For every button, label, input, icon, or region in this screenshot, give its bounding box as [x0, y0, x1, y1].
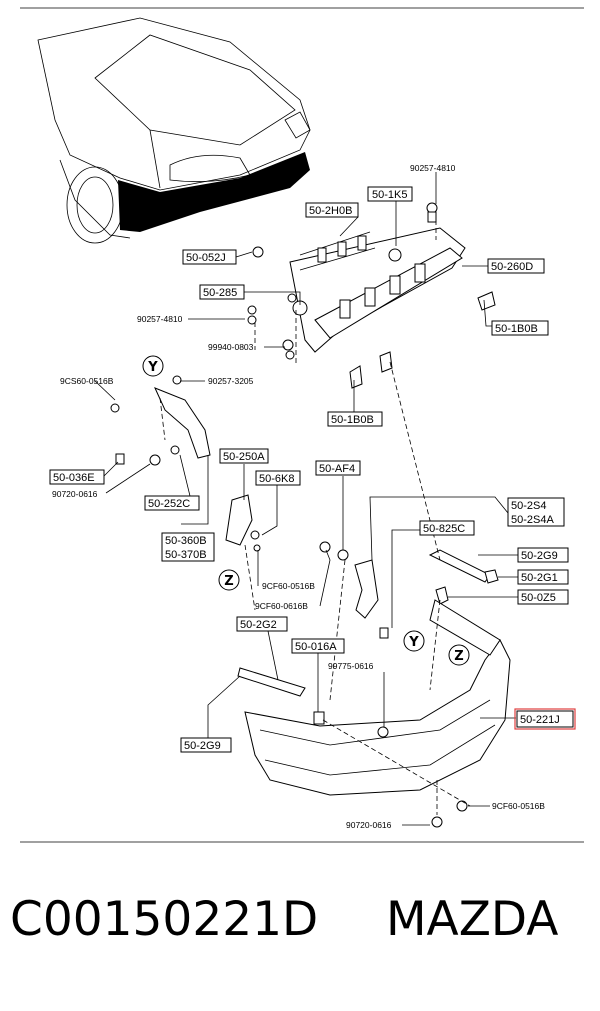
callout-50-2G9-left[interactable]: 50-2G9 — [180, 737, 232, 753]
svg-text:50-036E: 50-036E — [53, 472, 95, 484]
svg-text:50-6K8: 50-6K8 — [259, 473, 294, 485]
callout-50-825C[interactable]: 50-825C — [419, 520, 475, 536]
right-side-brackets — [428, 549, 499, 605]
marker-y-top: Y — [142, 355, 164, 377]
callout-50-052J[interactable]: 50-052J — [182, 249, 237, 265]
svg-text:50-2G9: 50-2G9 — [521, 550, 558, 562]
callout-50-0Z5[interactable]: 50-0Z5 — [517, 589, 569, 605]
label-90720-0616-left[interactable]: 90720-0616 — [52, 489, 98, 499]
svg-text:Z: Z — [454, 649, 463, 664]
label-9CF60-0516B-bottom[interactable]: 9CF60-0516B — [492, 801, 545, 811]
svg-text:50-252C: 50-252C — [148, 498, 190, 510]
leader-lines — [94, 172, 518, 826]
label-90257-3205[interactable]: 90257-3205 — [208, 376, 254, 386]
callout-50-260D[interactable]: 50-260D — [487, 258, 545, 274]
bumper-reinforcement — [247, 202, 496, 389]
callout-50-036E[interactable]: 50-036E — [49, 469, 105, 485]
rear-bumper-cover — [237, 599, 511, 828]
svg-text:50-370B: 50-370B — [165, 549, 207, 561]
svg-text:50-285: 50-285 — [203, 287, 237, 299]
callout-50-1B0B-center[interactable]: 50-1B0B — [327, 411, 383, 427]
svg-text:50-221J: 50-221J — [520, 714, 560, 726]
center-brackets — [225, 494, 389, 639]
svg-text:50-2S4A: 50-2S4A — [511, 514, 554, 526]
svg-text:50-360B: 50-360B — [165, 535, 207, 547]
footer-caption: C00150221D MAZDA — [0, 892, 600, 972]
callout-50-285[interactable]: 50-285 — [199, 284, 245, 300]
svg-text:50-2G1: 50-2G1 — [521, 572, 558, 584]
callout-50-2G1[interactable]: 50-2G1 — [517, 569, 569, 585]
svg-text:50-250A: 50-250A — [223, 451, 265, 463]
svg-text:50-1B0B: 50-1B0B — [331, 414, 374, 426]
label-90257-4810-mid[interactable]: 90257-4810 — [137, 314, 183, 324]
svg-text:50-052J: 50-052J — [186, 252, 226, 264]
svg-text:50-2G9: 50-2G9 — [184, 740, 221, 752]
part-number: C00150221D — [10, 892, 319, 947]
callout-50-2H0B[interactable]: 50-2H0B — [305, 202, 359, 218]
left-side-bracket — [110, 375, 211, 466]
callout-50-360B[interactable]: 50-360B 50-370B — [161, 532, 215, 562]
svg-text:50-0Z5: 50-0Z5 — [521, 592, 556, 604]
label-9CF60-0516B-mid[interactable]: 9CF60-0516B — [262, 581, 315, 591]
svg-text:50-2G2: 50-2G2 — [240, 619, 277, 631]
callout-50-1B0B-right[interactable]: 50-1B0B — [491, 320, 549, 336]
svg-text:Z: Z — [224, 574, 233, 589]
callout-50-1K5[interactable]: 50-1K5 — [367, 186, 413, 202]
svg-text:Y: Y — [147, 360, 158, 375]
callout-50-2G9-right[interactable]: 50-2G9 — [517, 547, 569, 563]
callout-50-2G2[interactable]: 50-2G2 — [236, 616, 288, 632]
callout-50-AF4[interactable]: 50-AF4 — [315, 460, 361, 476]
callout-50-221J-highlighted[interactable]: 50-221J — [514, 708, 576, 730]
svg-text:50-AF4: 50-AF4 — [319, 463, 355, 475]
parts-diagram: Y Z Y Z 90257-4810 90257-4810 99940-0803… — [20, 7, 584, 843]
label-9CF60-0616B[interactable]: 9CF60-0616B — [255, 601, 308, 611]
svg-text:50-260D: 50-260D — [491, 261, 533, 273]
svg-text:50-1K5: 50-1K5 — [372, 189, 407, 201]
callout-50-6K8[interactable]: 50-6K8 — [255, 470, 301, 486]
car-rear-illustration — [37, 17, 311, 244]
svg-text:50-2S4: 50-2S4 — [511, 500, 546, 512]
svg-text:50-016A: 50-016A — [295, 641, 337, 653]
svg-text:Y: Y — [408, 635, 419, 650]
callout-50-2S4[interactable]: 50-2S4 50-2S4A — [507, 497, 565, 527]
svg-text:50-1B0B: 50-1B0B — [495, 323, 538, 335]
callout-50-252C[interactable]: 50-252C — [144, 495, 200, 511]
label-99940-0803[interactable]: 99940-0803 — [208, 342, 254, 352]
label-9CS60-0516B[interactable]: 9CS60-0516B — [60, 376, 114, 386]
marker-z-right: Z — [448, 644, 470, 666]
label-90720-0616-bottom[interactable]: 90720-0616 — [346, 820, 392, 830]
label-90257-4810-top[interactable]: 90257-4810 — [410, 163, 456, 173]
brand-name: MAZDA — [386, 892, 559, 947]
svg-text:50-2H0B: 50-2H0B — [309, 205, 352, 217]
label-99775-0616[interactable]: 99775-0616 — [328, 661, 374, 671]
svg-text:50-825C: 50-825C — [423, 523, 465, 535]
marker-z-left: Z — [218, 569, 240, 591]
callout-50-250A[interactable]: 50-250A — [219, 448, 269, 464]
callout-50-016A[interactable]: 50-016A — [291, 638, 345, 654]
marker-y-bottom: Y — [403, 630, 425, 652]
